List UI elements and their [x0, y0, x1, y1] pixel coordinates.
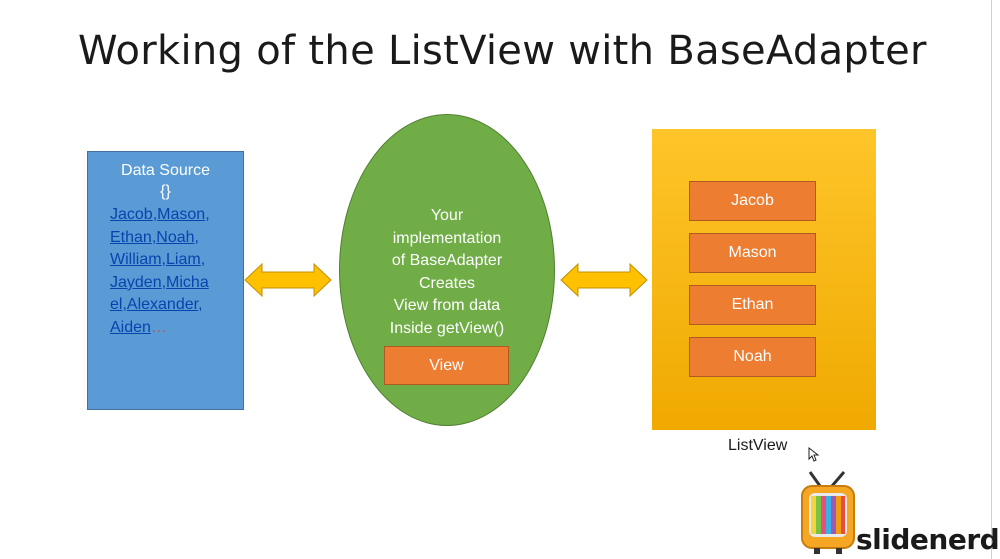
adapter-line: Creates	[418, 274, 476, 292]
view-box: View	[384, 346, 509, 385]
adapter-line: Inside getView()	[389, 319, 505, 337]
slidenerd-logo-text: slidenerd	[856, 523, 1000, 556]
name-link[interactable]: Liam	[166, 251, 201, 269]
adapter-line: of BaseAdapter	[391, 252, 503, 270]
listview-item[interactable]: Noah	[689, 337, 816, 377]
name-link[interactable]: Aiden	[110, 318, 151, 336]
listview-label: ListView	[728, 437, 788, 454]
ellipsis: …	[150, 318, 167, 336]
adapter-line: implementation	[392, 229, 502, 247]
name-link[interactable]: William	[110, 251, 162, 269]
data-source-names: Jacob,Mason, Ethan,Noah, William,Liam, J…	[110, 206, 210, 336]
name-link[interactable]: Alexander	[126, 296, 199, 314]
slide-edge	[991, 0, 992, 559]
listview-item[interactable]: Mason	[689, 233, 816, 273]
name-link[interactable]: Jayden	[110, 273, 162, 291]
adapter-description: Your implementation of BaseAdapter Creat…	[339, 205, 555, 341]
name-link[interactable]: Noah	[156, 228, 195, 246]
data-source-header: Data Source {}	[88, 152, 243, 202]
adapter-line: View from data	[393, 297, 501, 315]
listview-box: Jacob Mason Ethan Noah	[652, 129, 876, 430]
mouse-cursor-icon	[808, 447, 820, 462]
adapter-line: Your	[430, 207, 464, 224]
name-link[interactable]: el	[110, 296, 123, 314]
data-source-box: Data Source {} Jacob,Mason, Ethan,Noah, …	[87, 151, 244, 410]
name-link[interactable]: Ethan	[110, 228, 152, 246]
right-double-arrow	[560, 263, 648, 297]
left-double-arrow	[244, 263, 332, 297]
slidenerd-tv-icon	[801, 471, 855, 554]
listview-item[interactable]: Jacob	[689, 181, 816, 221]
name-link[interactable]: Mason	[157, 206, 206, 223]
slide-title: Working of the ListView with BaseAdapter	[78, 28, 927, 74]
name-link[interactable]: Micha	[166, 273, 209, 291]
data-source-heading: Data Source	[121, 162, 210, 179]
data-source-braces: {}	[160, 183, 171, 200]
listview-item[interactable]: Ethan	[689, 285, 816, 325]
name-link[interactable]: Jacob	[110, 206, 153, 223]
